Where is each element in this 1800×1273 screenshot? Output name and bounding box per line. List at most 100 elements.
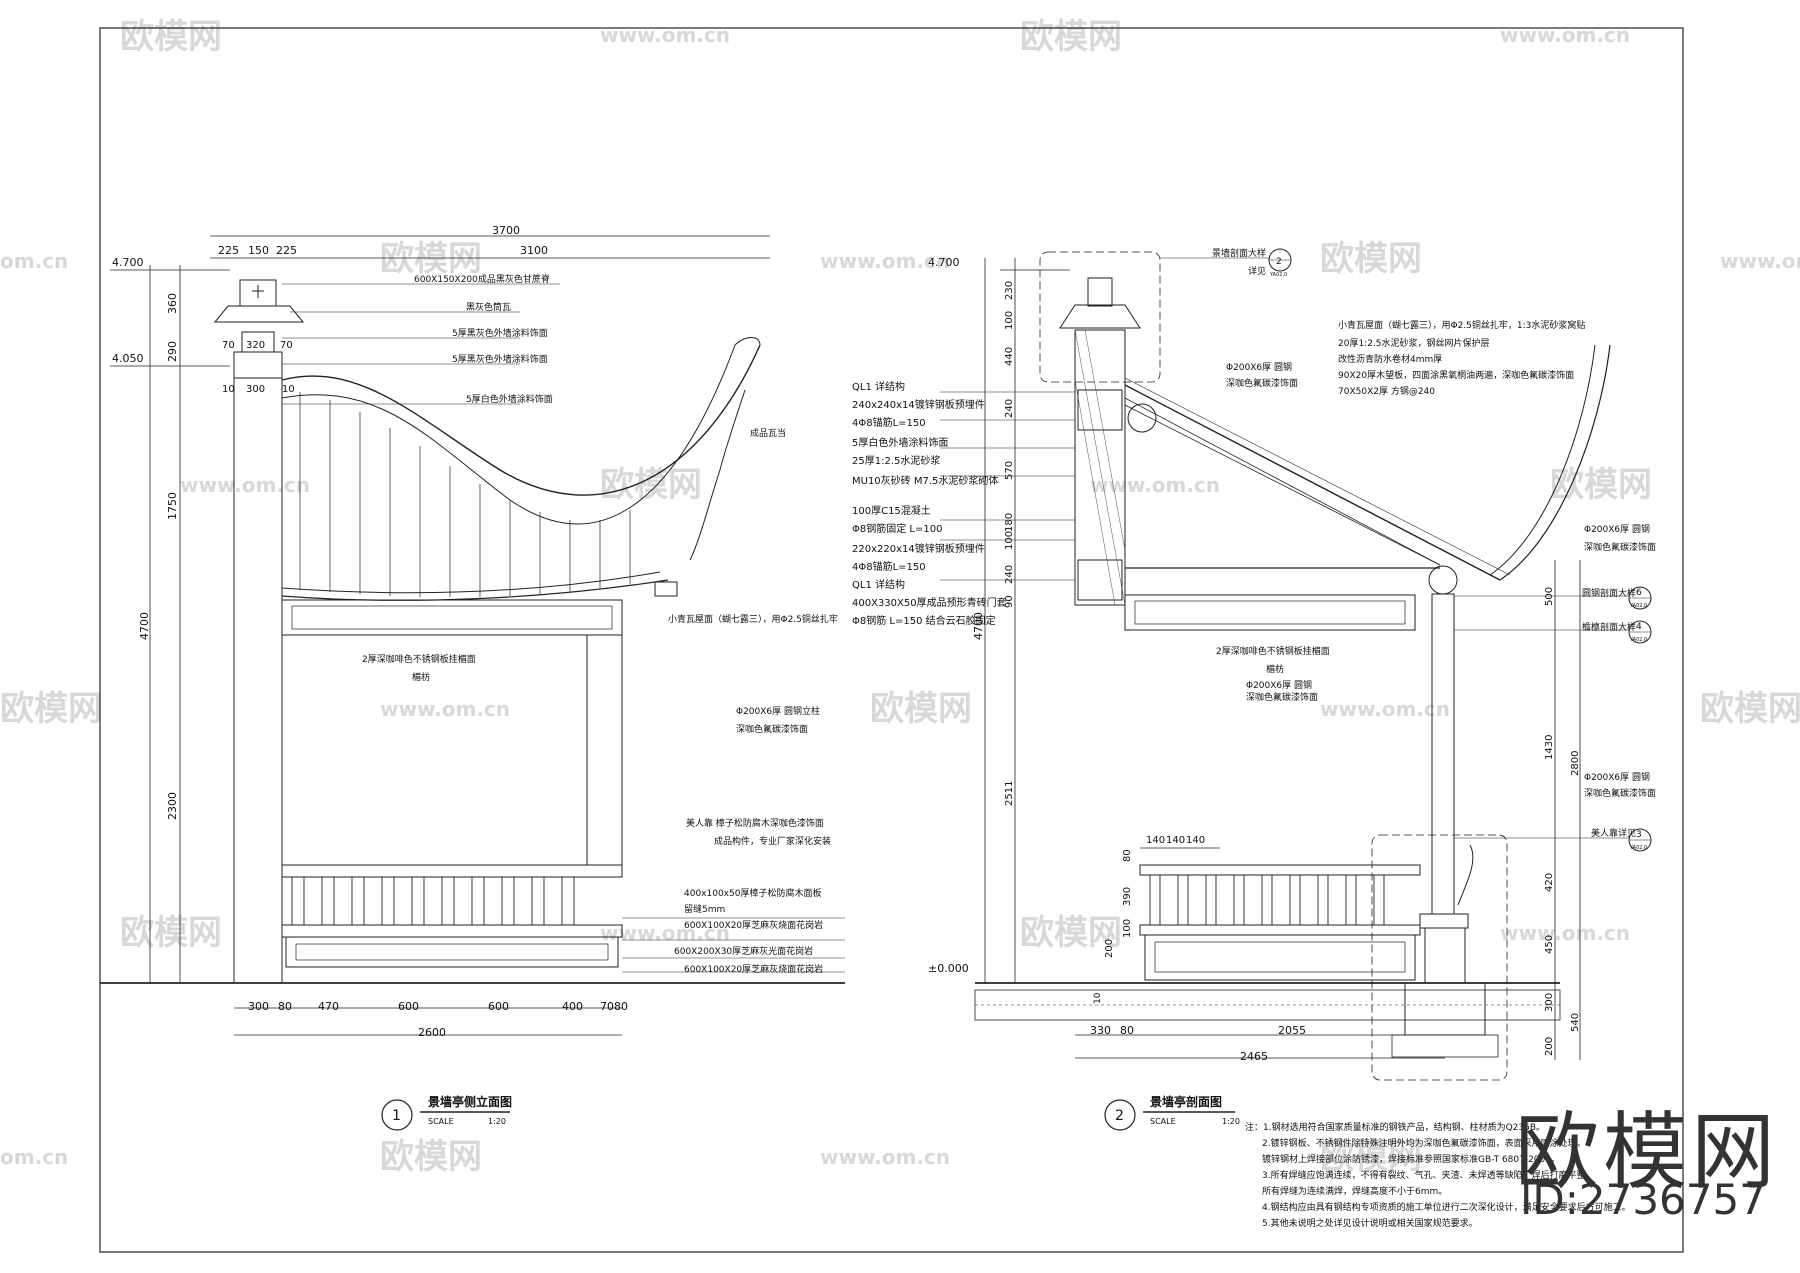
svg-text:成品构件，专业厂家深化安装: 成品构件，专业厂家深化安装	[714, 835, 831, 847]
section-drawing	[940, 248, 1652, 1131]
svg-text:90X20厚木望板，四面涂黑氧桐油两遍，深咖色氟碳漆饰面: 90X20厚木望板，四面涂黑氧桐油两遍，深咖色氟碳漆饰面	[1338, 369, 1574, 381]
eave-purlin	[1428, 565, 1458, 595]
svg-text:450: 450	[1544, 935, 1555, 954]
svg-text:10: 10	[282, 384, 295, 395]
svg-text:180: 180	[1004, 513, 1015, 532]
watermark-logo: 欧模网	[870, 689, 972, 729]
svg-text:QL1 详结构: QL1 详结构	[852, 578, 905, 591]
svg-text:320: 320	[246, 340, 265, 351]
svg-text:80: 80	[614, 1000, 628, 1013]
svg-text:5.其他未说明之处详见设计说明或相关国家规范要求。: 5.其他未说明之处详见设计说明或相关国家规范要求。	[1262, 1217, 1478, 1229]
svg-text:3100: 3100	[520, 244, 548, 257]
roof-slope	[1124, 384, 1501, 581]
svg-text:140: 140	[1166, 835, 1185, 846]
lintel-beam	[1124, 594, 1416, 631]
svg-text:2: 2	[1276, 257, 1282, 267]
svg-text:70X50X2厚 方钢@240: 70X50X2厚 方钢@240	[1338, 385, 1435, 397]
bench-slats	[1149, 875, 1385, 925]
svg-text:MU10灰砂砖 M7.5水泥砂浆砌体: MU10灰砂砖 M7.5水泥砂浆砌体	[852, 474, 998, 487]
svg-text:5厚白色外墙涂料饰面: 5厚白色外墙涂料饰面	[466, 393, 553, 405]
eave-bracket	[654, 581, 678, 597]
elevation-labels: 3700 225 150 225 3100 70 320 70 10 300 1…	[112, 224, 838, 1126]
svg-text:100厚C15混凝土: 100厚C15混凝土	[852, 504, 931, 517]
svg-text:成品瓦当: 成品瓦当	[750, 427, 786, 439]
svg-text:90: 90	[1004, 595, 1015, 608]
eave-line	[281, 579, 669, 601]
svg-text:4700: 4700	[138, 612, 151, 640]
brand-logo: 欧模网	[1515, 1103, 1780, 1201]
steel-column	[1431, 593, 1455, 915]
watermark-logo: 欧模网	[380, 239, 482, 279]
svg-text:2465: 2465	[1240, 1050, 1268, 1063]
footing	[1404, 982, 1486, 1036]
svg-text:230: 230	[1004, 281, 1015, 300]
ring-beam-ql1-lower	[1077, 559, 1123, 601]
watermark-url: www.om.cn	[1500, 921, 1630, 945]
watermark-logo: 欧模网	[600, 465, 702, 505]
bench-top	[281, 864, 623, 878]
svg-text:YA02.0: YA02.0	[1269, 272, 1287, 278]
svg-text:390: 390	[1122, 887, 1133, 906]
drawing-number-circle	[1104, 1099, 1136, 1131]
svg-text:景墙剖面大样: 景墙剖面大样	[1212, 247, 1266, 259]
dim-total-width: 3700	[492, 224, 520, 237]
svg-text:深咖色氟碳漆饰面: 深咖色氟碳漆饰面	[736, 723, 808, 735]
steel-column	[586, 634, 623, 866]
svg-text:240: 240	[1004, 399, 1015, 418]
svg-text:360: 360	[166, 293, 179, 314]
svg-text:200: 200	[1104, 939, 1115, 958]
svg-text:540: 540	[1570, 1013, 1581, 1032]
svg-text:600: 600	[398, 1000, 419, 1013]
svg-text:注：1.钢材选用符合国家质量标准的钢铁产品，结构钢、柱材质为: 注：1.钢材选用符合国家质量标准的钢铁产品，结构钢、柱材质为Q235B。	[1245, 1121, 1545, 1133]
svg-text:1750: 1750	[166, 492, 179, 520]
svg-text:290: 290	[166, 341, 179, 362]
svg-text:300: 300	[246, 384, 265, 395]
sheet-border	[99, 27, 1684, 1253]
svg-text:2800: 2800	[1570, 751, 1581, 776]
roof-curve	[1499, 344, 1611, 581]
general-notes: 注：1.钢材选用符合国家质量标准的钢铁产品，结构钢、柱材质为Q235B。 2.镀…	[1245, 1121, 1631, 1229]
watermark-logo: 欧模网	[380, 1137, 482, 1177]
svg-text:2600: 2600	[418, 1026, 446, 1039]
bench-seat	[1139, 924, 1421, 936]
svg-text:深咖色氟碳漆饰面: 深咖色氟碳漆饰面	[1226, 377, 1298, 389]
svg-text:420: 420	[1544, 873, 1555, 892]
svg-text:Φ200X6厚 圆钢: Φ200X6厚 圆钢	[1226, 361, 1292, 373]
bench-base	[285, 936, 619, 968]
svg-text:Φ200X6厚 圆钢: Φ200X6厚 圆钢	[1584, 771, 1650, 783]
svg-text:YA02.0: YA02.0	[1629, 845, 1647, 851]
drawing-title: 景墙亭侧立面图	[428, 1094, 512, 1109]
watermark-logo: 欧模网	[1320, 239, 1422, 279]
svg-text:5厚黑灰色外墙涂料饰面: 5厚黑灰色外墙涂料饰面	[452, 353, 548, 365]
wall-ridge	[1087, 277, 1113, 307]
svg-text:4Φ8锚筋L=150: 4Φ8锚筋L=150	[852, 416, 926, 429]
drawing-number-circle	[381, 1099, 413, 1131]
svg-text:150: 150	[248, 244, 269, 257]
svg-text:楣枋: 楣枋	[1266, 663, 1284, 675]
svg-text:5厚黑灰色外墙涂料饰面: 5厚黑灰色外墙涂料饰面	[452, 327, 548, 339]
svg-text:400X330X50厚成品预形青砖门套: 400X330X50厚成品预形青砖门套	[852, 596, 1007, 609]
svg-text:深咖色氟碳漆饰面: 深咖色氟碳漆饰面	[1584, 541, 1656, 553]
svg-text:4: 4	[1636, 622, 1642, 632]
watermark-url: www.om.cn	[820, 1145, 950, 1169]
svg-text:2055: 2055	[1278, 1024, 1306, 1037]
svg-text:2300: 2300	[166, 792, 179, 820]
rafter-strut	[1124, 404, 1441, 566]
drawing-number: 2	[1115, 1108, 1124, 1124]
watermark-logo: 欧模网	[1320, 1137, 1422, 1177]
column-base-plate	[1419, 913, 1469, 929]
watermark-logo: 欧模网	[1550, 465, 1652, 505]
watermark-url: www.om.cn	[1090, 473, 1220, 497]
level-marker: 4.700	[928, 256, 960, 269]
wall-cap	[1059, 304, 1141, 329]
svg-text:改性沥青防水卷材4mm厚: 改性沥青防水卷材4mm厚	[1338, 353, 1442, 365]
svg-text:SCALE: SCALE	[1150, 1117, 1176, 1126]
svg-text:2511: 2511	[1004, 781, 1015, 806]
svg-text:1:20: 1:20	[488, 1117, 506, 1126]
svg-text:300: 300	[248, 1000, 269, 1013]
svg-text:220x220x14镀锌钢板预埋件: 220x220x14镀锌钢板预埋件	[852, 542, 985, 555]
pier-cap	[233, 351, 283, 379]
svg-text:楣枋: 楣枋	[412, 671, 430, 683]
svg-text:4.钢结构应由具有钢结构专项资质的施工单位进行二次深化设计，: 4.钢结构应由具有钢结构专项资质的施工单位进行二次深化设计，满足安全要求后方可施…	[1262, 1201, 1631, 1213]
watermark-url: www.om.cn	[180, 473, 310, 497]
